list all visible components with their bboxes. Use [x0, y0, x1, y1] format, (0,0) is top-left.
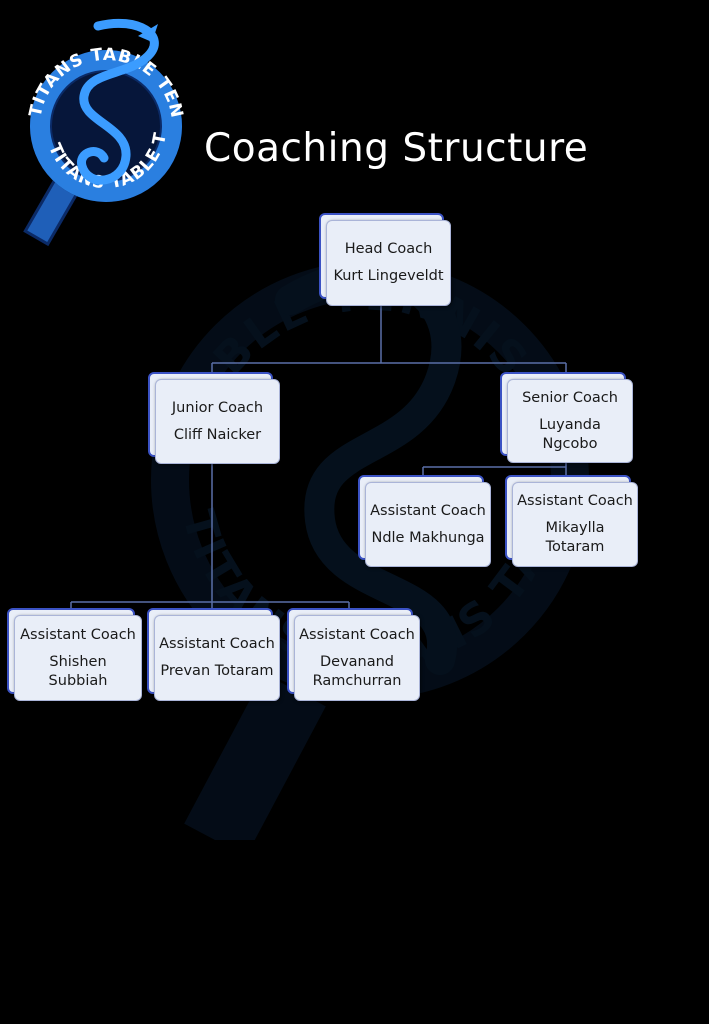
- node-role: Assistant Coach: [299, 626, 415, 643]
- dragon-icon: [77, 18, 159, 185]
- node-role: Head Coach: [344, 241, 433, 257]
- node-assistant-shishen: Assistant Coach Shishen Subbiah: [7, 608, 142, 701]
- page-title: Coaching Structure: [204, 126, 589, 171]
- node-name: Kurt Lingeveldt: [333, 268, 444, 284]
- node-assistant-devanand: Assistant Coach Devanand Ramchurran: [287, 608, 420, 701]
- node-name: Luyanda Ngcobo: [539, 416, 601, 452]
- node-role: Senior Coach: [522, 389, 618, 406]
- node-name: Prevan Totaram: [160, 663, 274, 679]
- node-name: Ndle Makhunga: [371, 529, 485, 546]
- club-logo: TITANS TABLE TENNIS TITANS TABLE TENNIS: [18, 16, 186, 247]
- node-name: Shishen Subbiah: [48, 653, 108, 689]
- node-junior-coach: Junior Coach Cliff Naicker: [148, 372, 280, 464]
- node-head-coach: Head Coach Kurt Lingeveldt: [319, 213, 451, 306]
- node-name: Cliff Naicker: [173, 426, 262, 443]
- node-assistant-ndle: Assistant Coach Ndle Makhunga: [358, 475, 491, 567]
- node-role: Assistant Coach: [20, 626, 136, 643]
- node-role: Assistant Coach: [159, 636, 275, 652]
- node-name: Devanand Ramchurran: [312, 653, 402, 689]
- node-assistant-mikaylla: Assistant Coach Mikaylla Totaram: [505, 475, 638, 567]
- node-role: Assistant Coach: [370, 502, 486, 519]
- node-senior-coach: Senior Coach Luyanda Ngcobo: [500, 372, 633, 463]
- node-role: Assistant Coach: [517, 493, 633, 509]
- node-role: Junior Coach: [171, 399, 264, 416]
- node-name: Mikaylla Totaram: [545, 520, 605, 555]
- node-assistant-prevan: Assistant Coach Prevan Totaram: [147, 608, 280, 701]
